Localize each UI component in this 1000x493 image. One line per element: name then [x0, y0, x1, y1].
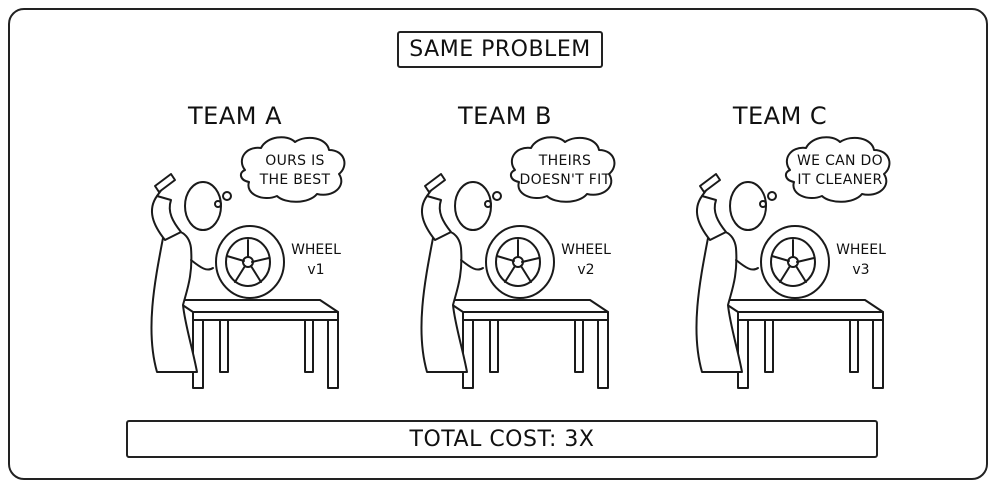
title-text: SAME PROBLEM	[409, 37, 591, 62]
team-b-wheel-version: v2	[577, 262, 595, 278]
team-b-thought-line2: DOESN'T FIT	[519, 172, 611, 188]
team-c-label: TEAM C	[732, 102, 828, 130]
team-c-wheel-label: WHEEL v3	[821, 240, 901, 280]
title-box: SAME PROBLEM	[397, 31, 603, 68]
team-c-wheel-version: v3	[852, 262, 870, 278]
team-b-label: TEAM B	[457, 102, 553, 130]
diagram-frame	[8, 8, 988, 480]
team-a-wheel-label: WHEEL v1	[276, 240, 356, 280]
team-a-wheel-version: v1	[307, 262, 325, 278]
team-b-wheel-label: WHEEL v2	[546, 240, 626, 280]
team-a-thought-line1: OURS IS	[265, 153, 325, 169]
team-b-wheel-name: WHEEL	[561, 242, 611, 258]
team-c-thought: WE CAN DO IT CLEANER	[770, 152, 910, 190]
team-a-thought-line2: THE BEST	[259, 172, 331, 188]
team-b-thought-line1: THEIRS	[538, 153, 592, 169]
team-b-thought: THEIRS DOESN'T FIT	[495, 152, 635, 190]
team-a-wheel-name: WHEEL	[291, 242, 341, 258]
team-a-thought: OURS IS THE BEST	[225, 152, 365, 190]
total-cost-text: TOTAL COST: 3X	[409, 426, 595, 452]
total-cost-bar: TOTAL COST: 3X	[126, 420, 878, 458]
team-a-label: TEAM A	[188, 102, 282, 130]
team-c-wheel-name: WHEEL	[836, 242, 886, 258]
team-c-thought-line2: IT CLEANER	[797, 172, 883, 188]
team-c-thought-line1: WE CAN DO	[797, 153, 883, 169]
